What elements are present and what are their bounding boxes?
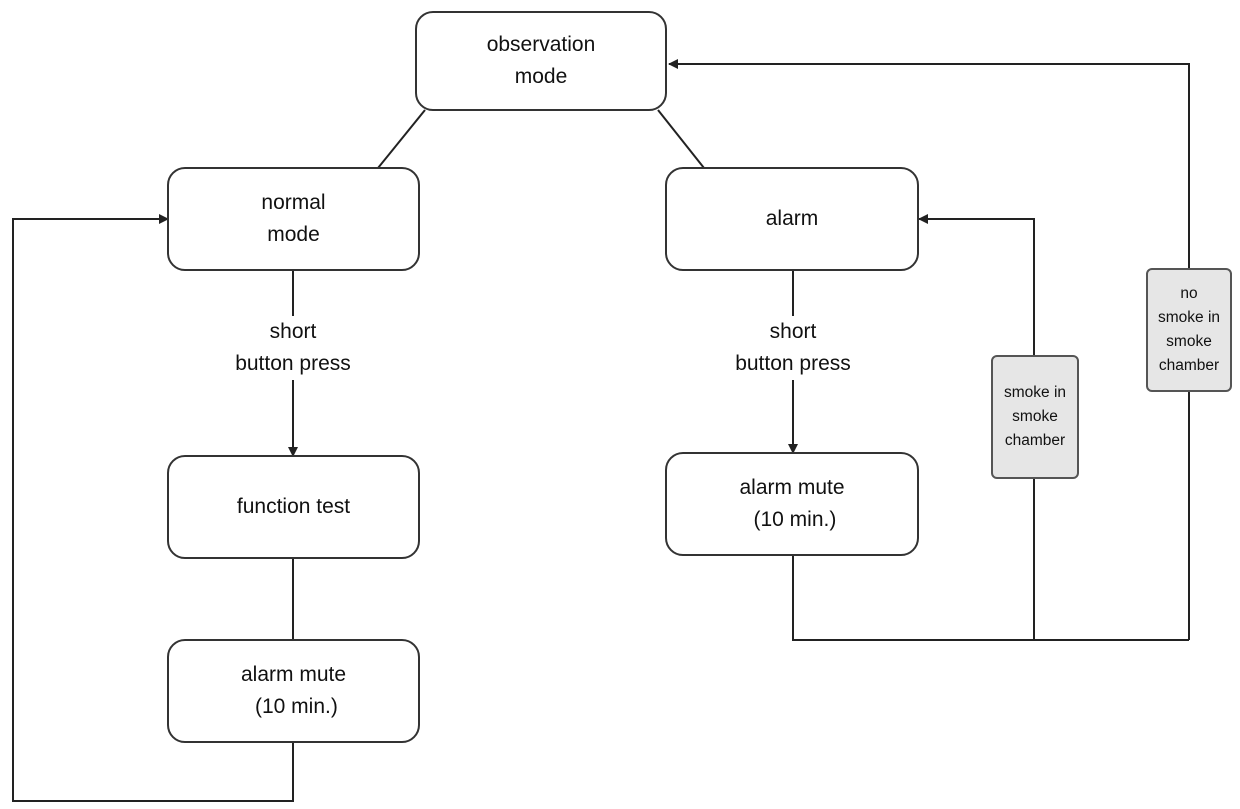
node-text: alarm bbox=[765, 207, 819, 230]
left-edge-label: short button press bbox=[208, 316, 378, 380]
condition-text: no bbox=[1180, 285, 1198, 302]
node-text: alarm mute bbox=[739, 476, 845, 499]
edge-label-text: short bbox=[269, 320, 317, 343]
node-text: observation bbox=[486, 33, 596, 56]
node-text: normal bbox=[261, 191, 326, 214]
edge-label-text: short bbox=[769, 320, 817, 343]
condition-text: smoke bbox=[1166, 333, 1212, 350]
right-edge-label: short button press bbox=[708, 316, 878, 380]
node-text: mode bbox=[514, 65, 568, 88]
edge-label-text: button press bbox=[735, 352, 851, 375]
observation-mode-node: observation mode bbox=[415, 11, 667, 111]
normal-mode-node: normal mode bbox=[167, 167, 420, 271]
edge-observation-alarm bbox=[657, 109, 705, 169]
function-test-node: function test bbox=[167, 455, 420, 559]
edge-no-smoke-to-observation bbox=[668, 59, 1190, 640]
condition-text: smoke in bbox=[1157, 309, 1221, 326]
node-text: (10 min.) bbox=[249, 695, 338, 718]
condition-text: smoke in bbox=[1003, 384, 1067, 401]
alarm-mute-left-node: alarm mute (10 min.) bbox=[167, 639, 420, 743]
node-text: (10 min.) bbox=[747, 508, 837, 531]
smoke-in-chamber-condition: smoke in smoke chamber bbox=[991, 355, 1079, 479]
condition-text: chamber bbox=[1158, 357, 1220, 374]
condition-text: chamber bbox=[1004, 432, 1066, 449]
edge-label-text: button press bbox=[235, 352, 351, 375]
no-smoke-in-chamber-condition: no smoke in smoke chamber bbox=[1146, 268, 1232, 392]
edge-mute-left-back-to-normal bbox=[12, 214, 294, 802]
edge-smoke-to-alarm bbox=[918, 214, 1035, 640]
alarm-mute-right-node: alarm mute (10 min.) bbox=[665, 452, 919, 556]
node-text: alarm mute bbox=[240, 663, 347, 686]
edge-mute-right-bottom bbox=[792, 555, 1189, 641]
node-text: mode bbox=[267, 223, 320, 246]
alarm-node: alarm bbox=[665, 167, 919, 271]
node-text: function test bbox=[236, 495, 351, 518]
condition-text: smoke bbox=[1012, 408, 1058, 425]
edge-observation-normal bbox=[377, 109, 426, 169]
